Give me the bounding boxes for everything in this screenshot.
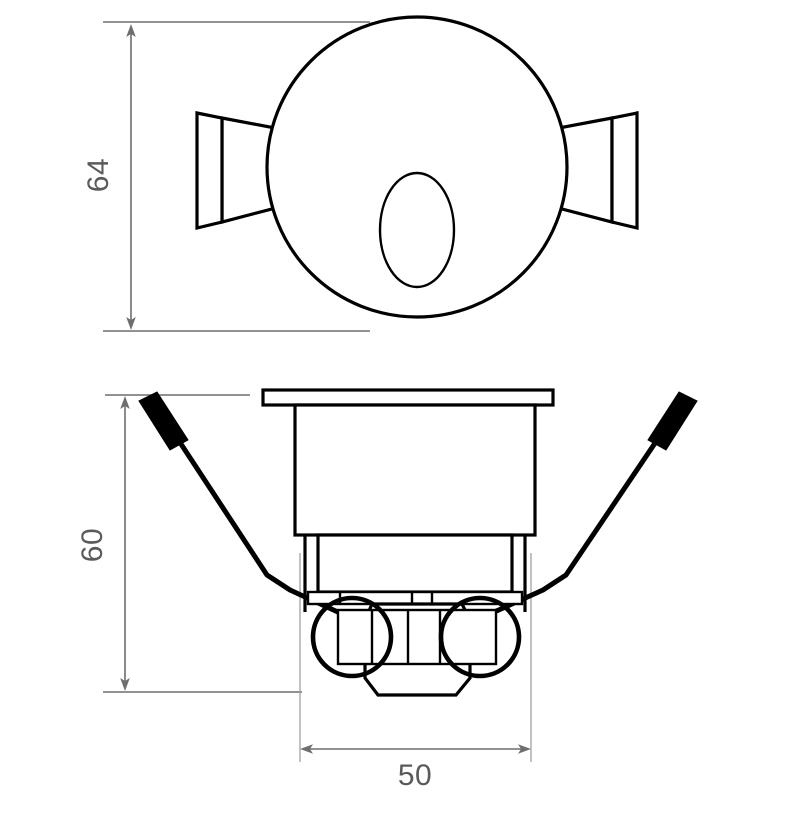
left-lead-connector-tip-icon [138,391,189,451]
lens-ellipse [378,171,456,289]
right-clip-plate [610,111,639,231]
terminal-block [336,608,498,666]
arrow-head-50-right [518,744,531,754]
body-circle-top-view [265,15,569,319]
arrow-head-64-top [126,24,136,37]
right-lead-connector-tip-icon [647,391,698,451]
arrow-head-64-bottom [126,317,136,330]
dimension-label-50: 50 [398,759,432,792]
top-view-group: 64 [82,15,639,332]
side-view-group: 60 50 [76,388,698,792]
dimension-label-64: 64 [82,158,115,192]
left-spring-coil [310,595,394,679]
collar-block [316,533,514,594]
trim-flange [261,388,555,407]
dimension-label-60: 60 [76,528,109,562]
arrow-head-60-bottom [120,678,130,691]
arrow-head-50-left [300,744,313,754]
right-spring-coil [438,595,522,679]
left-clip-plate [195,111,224,231]
arrow-head-60-top [120,396,130,409]
housing-can [293,403,537,537]
